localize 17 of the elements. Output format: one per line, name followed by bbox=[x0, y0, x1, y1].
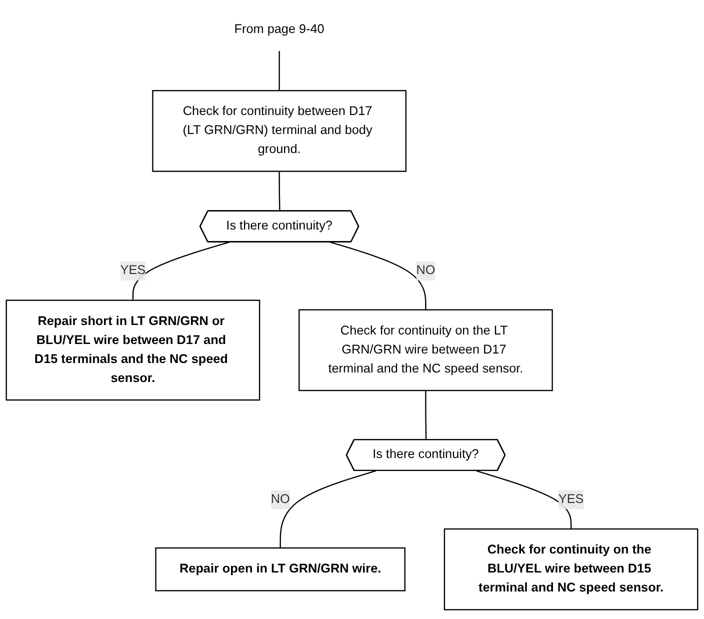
connector bbox=[278, 172, 280, 212]
node-box: Repair short in LT GRN/GRN or BLU/YEL wire between D17 and D15 terminals and the NC speed sensor. bbox=[6, 300, 260, 402]
node-box: Check for continuity on the BLU/YEL wire between D15 terminal and NC speed sensor. bbox=[444, 528, 698, 611]
node-box: Check for continuity between D17 (LT GRN/GRN) terminal and body ground. bbox=[152, 90, 407, 172]
connector bbox=[280, 470, 376, 548]
connector bbox=[132, 242, 230, 301]
connector bbox=[476, 470, 572, 530]
edge-label: NO bbox=[270, 493, 290, 507]
connector bbox=[278, 52, 280, 92]
connector bbox=[330, 242, 426, 310]
node-box: Repair open in LT GRN/GRN wire. bbox=[155, 548, 406, 592]
edge-label: NO bbox=[416, 264, 436, 278]
node-box: Check for continuity on the LT GRN/GRN wire between D17 terminal and the NC speed sensor. bbox=[298, 310, 553, 392]
node-text: From page 9-40 bbox=[234, 23, 324, 37]
connector bbox=[425, 391, 427, 440]
edge-label: YES bbox=[558, 493, 584, 507]
edge-label: YES bbox=[120, 264, 146, 278]
